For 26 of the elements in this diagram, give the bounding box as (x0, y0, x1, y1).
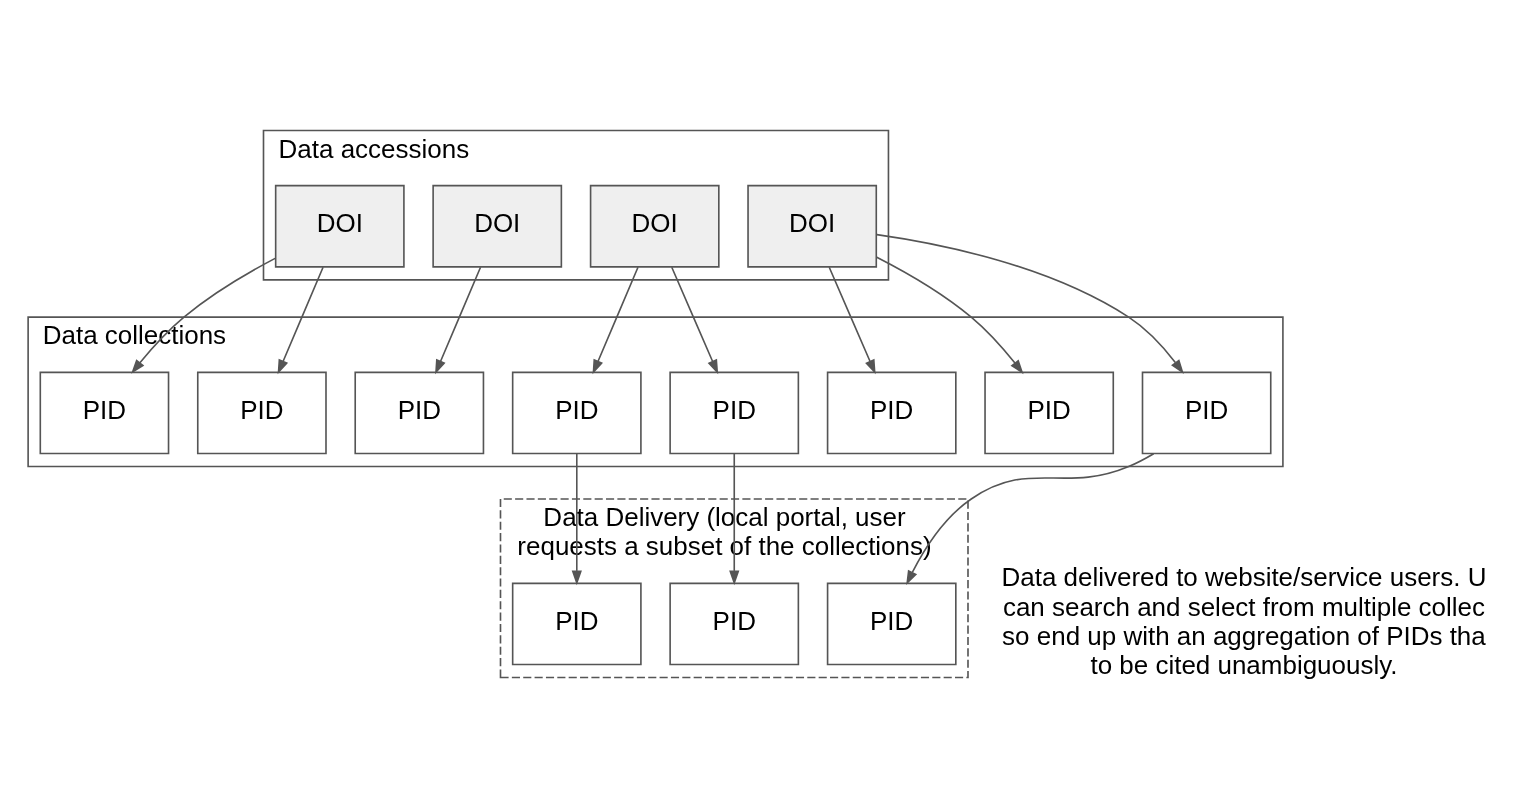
node-box: PID (669, 371, 800, 455)
node-box: PID (39, 371, 170, 455)
node-box: PID (354, 371, 485, 455)
arrow (670, 266, 719, 375)
node-box: PID (511, 371, 642, 455)
node-box: DOI (747, 184, 878, 268)
arrow (875, 256, 1024, 375)
node-box: PID (826, 582, 957, 666)
node-box: PID (984, 371, 1115, 455)
node-box: PID (669, 582, 800, 666)
node-box: DOI (274, 184, 405, 268)
node-box: PID (511, 582, 642, 666)
arrow (592, 266, 639, 375)
label: Data delivered to website/service users. U can search and select from multiple collec so end up with an aggregation of PIDs tha to be cited unambiguously. (1001, 562, 1487, 680)
node-box: PID (196, 371, 327, 455)
node-box: DOI (432, 184, 563, 268)
node-box: DOI (589, 184, 720, 268)
arrow (906, 452, 1155, 586)
arrow (828, 266, 876, 375)
arrow (435, 266, 482, 375)
node-box: PID (826, 371, 957, 455)
arrow (571, 452, 582, 586)
arrow (277, 266, 324, 375)
arrow (876, 233, 1184, 374)
node-box: PID (1141, 371, 1272, 455)
arrow (729, 452, 740, 586)
